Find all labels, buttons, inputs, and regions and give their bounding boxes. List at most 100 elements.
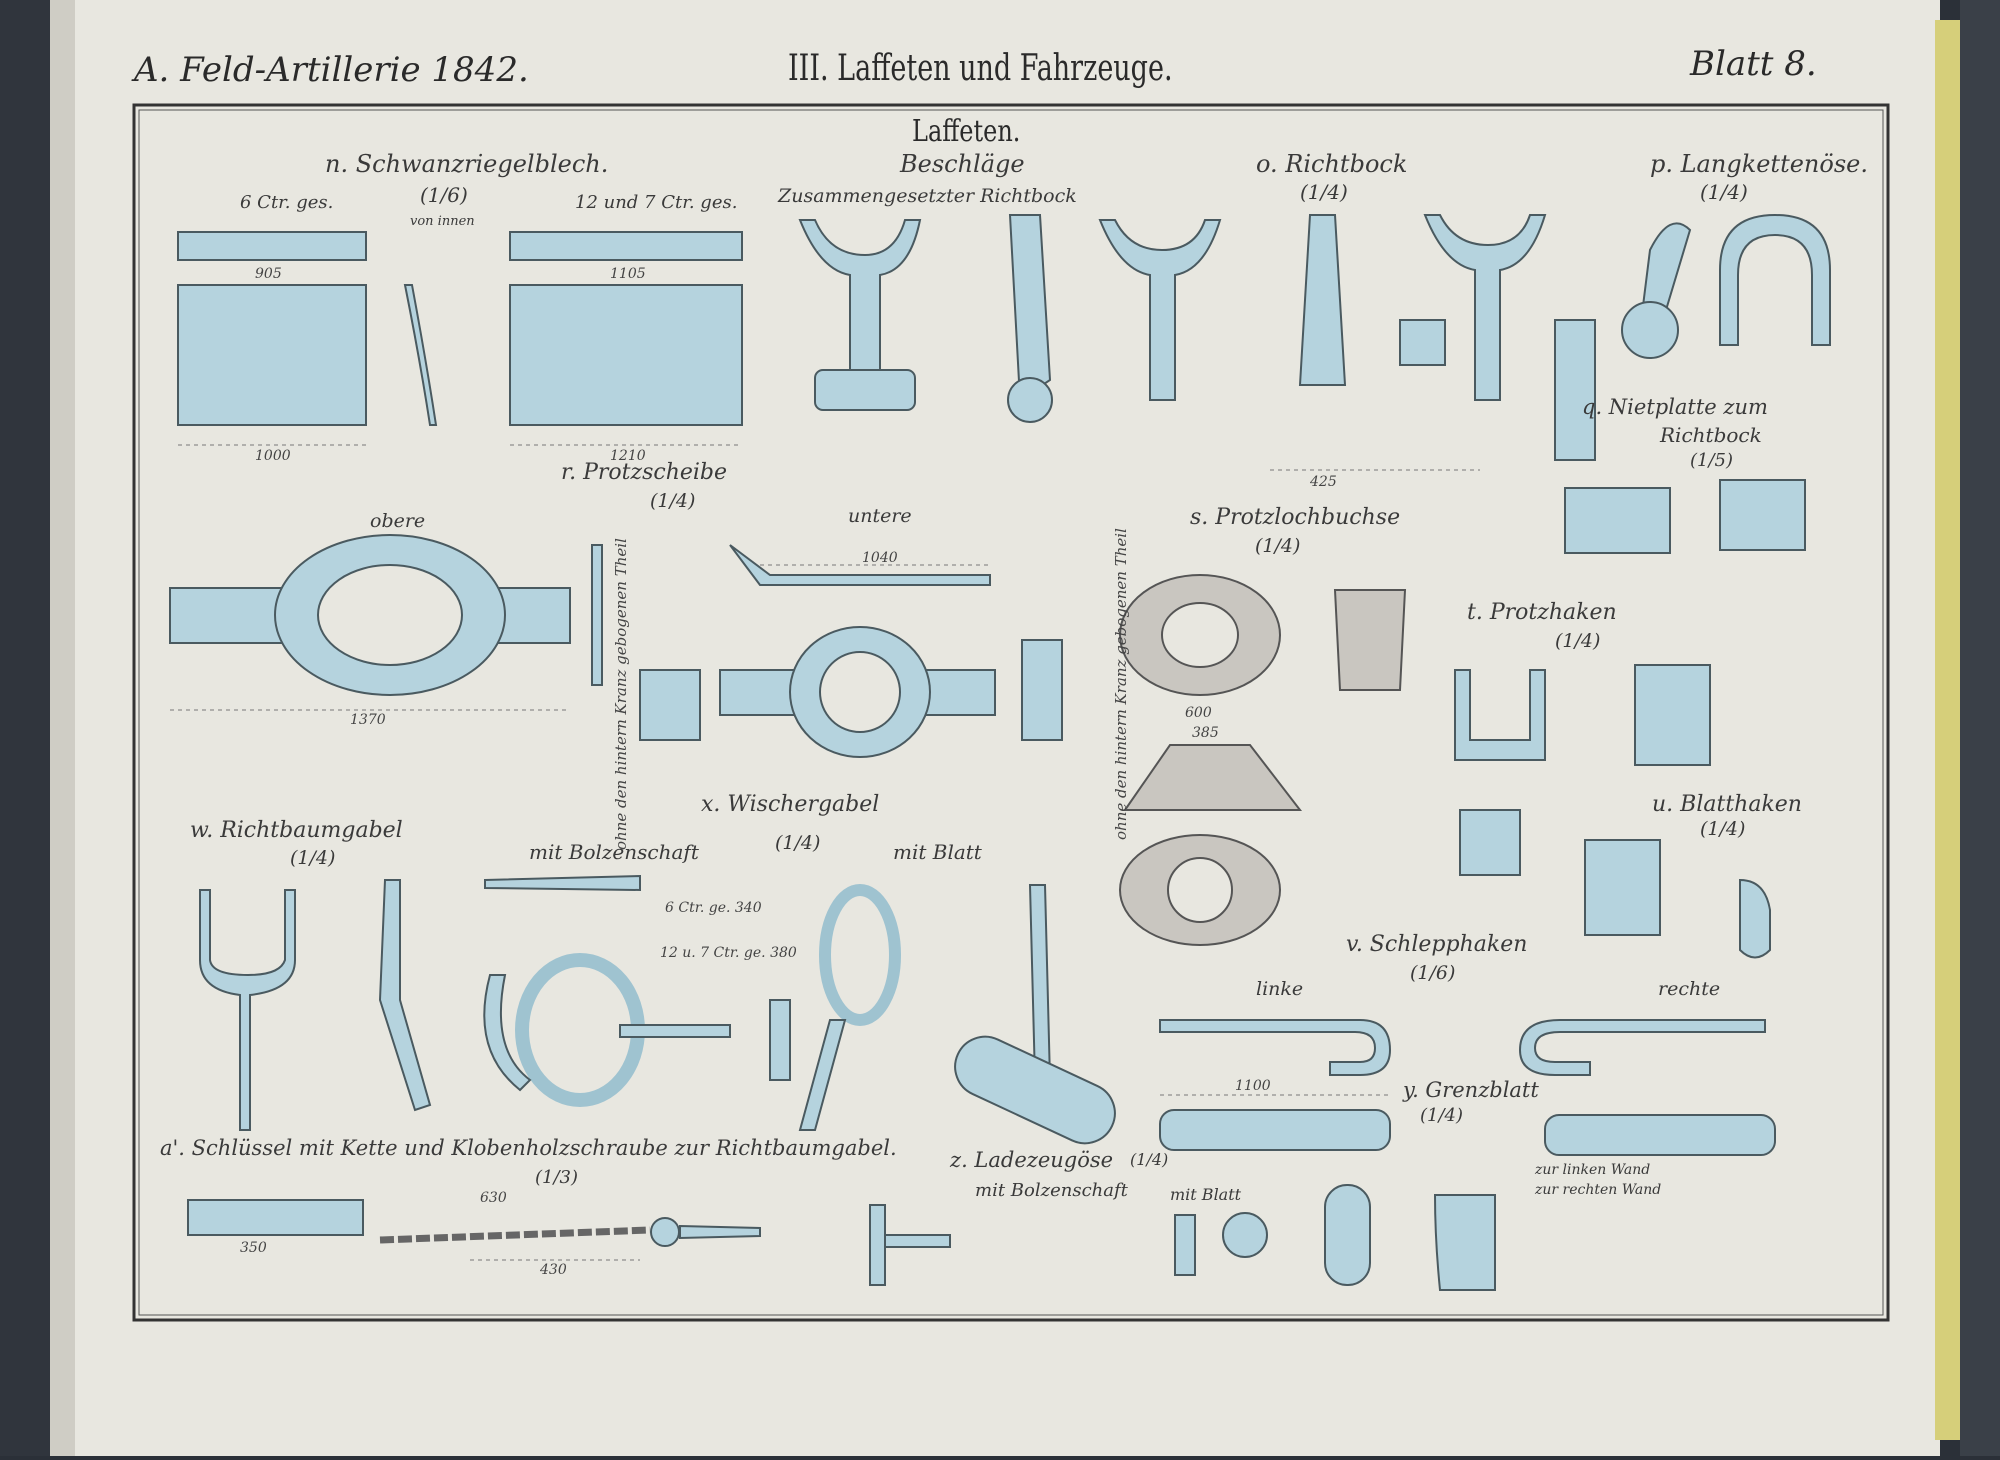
wischergabel-blatt-shaft (798, 1019, 847, 1131)
protzscheibe-obere-hole (317, 564, 463, 666)
kette (379, 1226, 651, 1244)
plate-frame-inner (138, 109, 1884, 1316)
protzlochbuchse-top-hole (1161, 602, 1239, 668)
label-z-scale: (1/4) (1130, 1150, 1169, 1169)
wischergabel-bolzen-plate (769, 999, 791, 1081)
schlepphaken-linke-plate (1159, 1109, 1391, 1151)
dim-label: 1210 (610, 448, 646, 464)
label-obere: obere (370, 510, 426, 532)
label-mit-blatt: mit Blatt (893, 840, 982, 864)
label-linke-wand: zur linken Wand (1535, 1162, 1651, 1178)
ladezeugoese-bolzen-shaft (884, 1234, 951, 1248)
schwanzriegelblech-left (177, 284, 367, 426)
header-title: III. Laffeten und Fahrzeuge. (788, 48, 1173, 89)
dim-label: 1040 (862, 550, 898, 566)
label-rechte-wand: zur rechten Wand (1535, 1182, 1662, 1198)
header-right: Blatt 8. (1690, 44, 1817, 84)
label-untere: untere (848, 505, 912, 527)
dim-label: 425 (1310, 474, 1337, 490)
label-y: y. Grenzblatt (1403, 1078, 1539, 1102)
plate-frame (132, 103, 1890, 1322)
richtbock-assembled (798, 219, 922, 371)
label-z: z. Ladezeugöse (950, 1148, 1114, 1172)
label-n: n. Schwanzriegelblech. (325, 150, 609, 178)
label-q2: Richtbock (1660, 423, 1762, 447)
label-v: v. Schlepphaken (1346, 932, 1528, 957)
richtbock-block (1399, 319, 1446, 366)
grenzblatt-side (1433, 1194, 1496, 1291)
dim-label: 1100 (1235, 1078, 1271, 1094)
wischergabel-bolzenschaft-rod (484, 874, 641, 892)
protzlochbuchse-bottom-hole (1167, 857, 1233, 923)
protzlochbuchse-section (1123, 744, 1303, 811)
label-vert-r: ohne den hintern Kranz gebogenen Theil (612, 538, 630, 850)
label-z-blatt: mit Blatt (1170, 1185, 1242, 1204)
langkettenoese-eye (1621, 301, 1679, 359)
richtbock-side (1298, 214, 1347, 386)
nietplatte-left (1564, 487, 1671, 554)
label-p-scale: (1/4) (1700, 180, 1748, 204)
protzscheibe-obere-profile (591, 544, 603, 686)
protzhaken-front (1634, 664, 1711, 766)
schluessel-body (187, 1199, 364, 1236)
nietplatte-right (1719, 479, 1806, 551)
blatthaken-plate (1584, 839, 1661, 936)
schlepphaken-rechte-plate (1544, 1114, 1776, 1156)
label-rechte: rechte (1658, 978, 1721, 1000)
label-n-scale: (1/6) (420, 183, 468, 207)
ladezeugoese-blatt-eye (1222, 1212, 1268, 1258)
cover-right (1960, 0, 2000, 1456)
wischergabel-blatt-ring (819, 884, 901, 1026)
wischergabel-blatt-plate (954, 1035, 1116, 1145)
klobenholzschraube (679, 1224, 761, 1240)
label-u: u. Blatthaken (1652, 792, 1802, 817)
schlepphaken-linke-hook (1159, 1019, 1392, 1076)
richtbock-plate (1554, 319, 1596, 461)
wischergabel-bolzen (619, 1024, 731, 1038)
label-o: o. Richtbock (1256, 150, 1408, 178)
protzscheibe-untere-plate (639, 669, 701, 741)
label-q-scale: (1/5) (1690, 450, 1734, 471)
schlepphaken-rechte-hook (1518, 1019, 1766, 1076)
richtbock-front (1098, 219, 1222, 401)
page-gutter-shadow (50, 0, 75, 1456)
page-edges (1935, 20, 1960, 1440)
protzscheibe-untere-profile (729, 544, 991, 586)
label-mit-bolzenschaft: mit Bolzenschaft (529, 840, 699, 864)
protzlochbuchse-side (1333, 589, 1407, 691)
grenzblatt-plate (1324, 1184, 1371, 1286)
dim-label: 1105 (610, 266, 646, 282)
dim-label: 385 (1192, 725, 1219, 741)
label-a-scale: (1/3) (535, 1167, 579, 1188)
section-title: Laffeten. (912, 114, 1021, 149)
label-t-scale: (1/4) (1555, 630, 1601, 652)
dim-label: 630 (480, 1190, 507, 1206)
schwanzriegelblech-right (509, 284, 743, 426)
dim-label: 350 (240, 1240, 267, 1256)
label-vert-s: ohne den hintern Kranz gebogenen Theil (1112, 528, 1130, 840)
wischergabel-bolzenschaft-arm (483, 974, 532, 1092)
protzhaken-plate (1459, 809, 1521, 876)
label-t: t. Protzhaken (1467, 600, 1617, 625)
label-v-scale: (1/6) (1410, 962, 1456, 984)
richtbaumgabel-fork (199, 889, 296, 1131)
label-s: s. Protzlochbuchse (1190, 505, 1401, 530)
label-x: x. Wischergabel (701, 792, 880, 817)
schwanzriegelblech-profile (403, 284, 438, 426)
richtbock-pivot (814, 369, 916, 411)
label-n-left: 6 Ctr. ges. (240, 192, 334, 213)
label-beschlaege: Beschläge (900, 150, 1025, 178)
label-w: w. Richtbaumgabel (190, 818, 403, 843)
ladezeugoese-bolzen (869, 1204, 886, 1286)
protzscheibe-untere-side (1021, 639, 1063, 741)
label-y-scale: (1/4) (1420, 1105, 1464, 1126)
header-left: A. Feld-Artillerie 1842. (134, 50, 529, 90)
schwanzriegelblech-right-top (509, 231, 743, 261)
label-linke: linke (1256, 978, 1304, 1000)
richtbock-back (1423, 214, 1547, 401)
ladezeugoese-blatt (1174, 1214, 1196, 1276)
label-s-scale: (1/4) (1255, 535, 1301, 557)
richtbaumgabel-side (378, 879, 432, 1112)
